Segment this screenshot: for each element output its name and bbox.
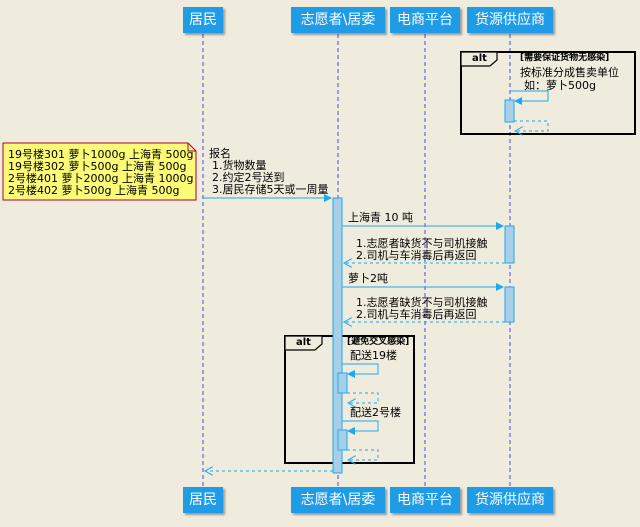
note-line-3: 2号楼401 萝卜2000g 上海青 1000g xyxy=(8,172,194,185)
participant-volunteers-top: 志愿者\居委 xyxy=(291,7,385,33)
reply-greens-line-2: 2.司机与车消毒后再返回 xyxy=(356,249,477,262)
participant-ecommerce-bottom: 电商平台 xyxy=(390,487,460,513)
activation-supplier-2 xyxy=(504,225,515,264)
note-fold xyxy=(187,143,196,152)
arrow-supplier-self-return xyxy=(514,120,549,131)
reply-radish-line-1: 1.志愿者缺货不与司机接触 xyxy=(356,296,488,309)
arrow-supplier-self xyxy=(510,90,549,105)
arrow-deliver-19 xyxy=(342,363,379,378)
supplier-self-line-2: 如：萝卜500g xyxy=(524,79,596,92)
alt-guard-1: [需要保证货物无感染] xyxy=(520,53,610,63)
register-line-4: 3.居民存储5天或一周量 xyxy=(212,183,329,196)
participant-residents-top: 居民 xyxy=(183,7,223,33)
alt-keyword-2: alt xyxy=(296,337,311,348)
participant-supplier-bottom: 货源供应商 xyxy=(467,487,553,513)
note-line-4: 2号楼402 萝卜500g 上海青 500g xyxy=(8,184,180,197)
reply-radish-line-2: 2.司机与车消毒后再返回 xyxy=(356,308,477,321)
alt-keyword-1: alt xyxy=(472,53,487,64)
alt-guard-2: [避免交叉感染] xyxy=(347,337,410,347)
alt-frame-supplier xyxy=(460,51,636,135)
note-line-2: 19号楼302 萝卜500g 上海青 500g xyxy=(8,160,187,173)
arrow-deliver-2 xyxy=(342,420,379,435)
participant-supplier-top: 货源供应商 xyxy=(467,7,553,33)
activation-supplier-3 xyxy=(504,286,515,323)
participant-residents-bottom: 居民 xyxy=(183,487,223,513)
arrow-deliver-2-return xyxy=(347,449,379,460)
note-line-1: 19号楼301 萝卜1000g 上海青 500g xyxy=(8,148,194,161)
activation-volunteers-2 xyxy=(337,429,348,451)
reply-greens-line-1: 1.志愿者缺货不与司机接触 xyxy=(356,237,488,250)
register-line-3: 2.约定2号送到 xyxy=(212,171,285,184)
deliver-19-label: 配送19楼 xyxy=(350,349,397,362)
activation-volunteers-19 xyxy=(337,372,348,394)
activation-volunteers-main xyxy=(332,197,343,474)
order-greens-label: 上海青 10 吨 xyxy=(348,211,413,224)
activation-supplier-1 xyxy=(504,99,515,123)
deliver-2-label: 配送2号楼 xyxy=(350,406,401,419)
participant-volunteers-bottom: 志愿者\居委 xyxy=(291,487,385,513)
order-radish-label: 萝卜2吨 xyxy=(348,272,388,285)
register-line-2: 1.货物数量 xyxy=(212,159,267,172)
supplier-self-line-1: 按标准分成售卖单位 xyxy=(520,66,619,79)
arrow-deliver-19-return xyxy=(347,392,379,403)
participant-ecommerce-top: 电商平台 xyxy=(390,7,460,33)
note-box xyxy=(2,142,197,201)
register-line-1: 报名 xyxy=(209,147,231,160)
